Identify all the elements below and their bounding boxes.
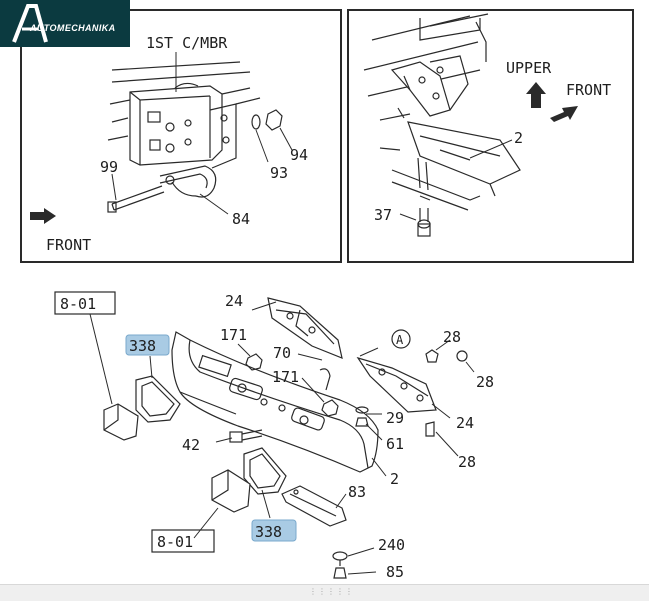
bracket-right-24 bbox=[356, 356, 437, 413]
scroll-grip-icon[interactable]: ⋮⋮⋮⋮⋮ bbox=[309, 587, 354, 596]
callout-2-detail: 2 bbox=[514, 129, 523, 147]
skid-plate-83 bbox=[281, 485, 347, 527]
leader-lines-main bbox=[89, 301, 475, 575]
callout-28-c: 28 bbox=[458, 453, 476, 471]
callout-28-b: 28 bbox=[476, 373, 494, 391]
reference-boxes bbox=[54, 291, 215, 553]
highlight-338-bottom[interactable] bbox=[251, 519, 297, 542]
step-pad-bottom bbox=[211, 447, 287, 513]
circle-marker-letter: A bbox=[396, 333, 404, 347]
front-arrow-left bbox=[30, 208, 56, 224]
highlight-338-top[interactable] bbox=[125, 334, 170, 356]
callout-84: 84 bbox=[232, 210, 250, 228]
callout-61: 61 bbox=[386, 435, 404, 453]
step-pad-top bbox=[103, 375, 181, 441]
ref-label-bottom: 8-01 bbox=[157, 533, 193, 551]
callout-85: 85 bbox=[386, 563, 404, 581]
callout-94: 94 bbox=[290, 146, 308, 164]
hardware bbox=[229, 349, 468, 443]
callout-28-a: 28 bbox=[443, 328, 461, 346]
callout-42: 42 bbox=[182, 436, 200, 454]
washer-bolt-240-85 bbox=[332, 551, 348, 579]
callout-37: 37 bbox=[374, 206, 392, 224]
part-338-bottom[interactable]: 338 bbox=[255, 523, 282, 541]
bumper-assembly bbox=[171, 331, 379, 473]
direction-arrows bbox=[526, 82, 578, 122]
callout-24-right: 24 bbox=[456, 414, 474, 432]
detail-panel-left bbox=[20, 9, 342, 263]
label-upper: UPPER bbox=[506, 59, 552, 77]
circle-marker bbox=[391, 329, 411, 349]
callout-70: 70 bbox=[273, 344, 291, 362]
callout-29: 29 bbox=[386, 409, 404, 427]
detail-panel-right bbox=[347, 9, 634, 263]
callout-171-b: 171 bbox=[272, 368, 299, 386]
part-338-top[interactable]: 338 bbox=[129, 337, 156, 355]
callout-2-main: 2 bbox=[390, 470, 399, 488]
callout-99: 99 bbox=[100, 158, 118, 176]
callout-93: 93 bbox=[270, 164, 288, 182]
ref-label-top: 8-01 bbox=[60, 295, 96, 313]
horizontal-scrollbar[interactable] bbox=[0, 584, 649, 601]
crossmember-drawing bbox=[107, 61, 283, 213]
callout-240: 240 bbox=[378, 536, 405, 554]
frame-rail-drawing bbox=[363, 13, 521, 237]
logo-text: AUTOMECHANIKA bbox=[30, 23, 116, 33]
ref-box-bottom bbox=[151, 529, 215, 553]
bracket-left-24 bbox=[267, 297, 343, 359]
callout-83: 83 bbox=[348, 483, 366, 501]
leader-lines-left bbox=[111, 52, 293, 215]
label-front-right: FRONT bbox=[566, 81, 611, 99]
label-1st-crossmember: 1ST C/MBR bbox=[146, 34, 228, 52]
leader-lines-right bbox=[399, 139, 513, 221]
label-front-left: FRONT bbox=[46, 236, 91, 254]
callout-24-top: 24 bbox=[225, 292, 243, 310]
callout-171-a: 171 bbox=[220, 326, 247, 344]
logo-a-icon bbox=[12, 4, 48, 43]
ref-box-top bbox=[54, 291, 116, 315]
brand-logo: AUTOMECHANIKA bbox=[0, 0, 130, 47]
